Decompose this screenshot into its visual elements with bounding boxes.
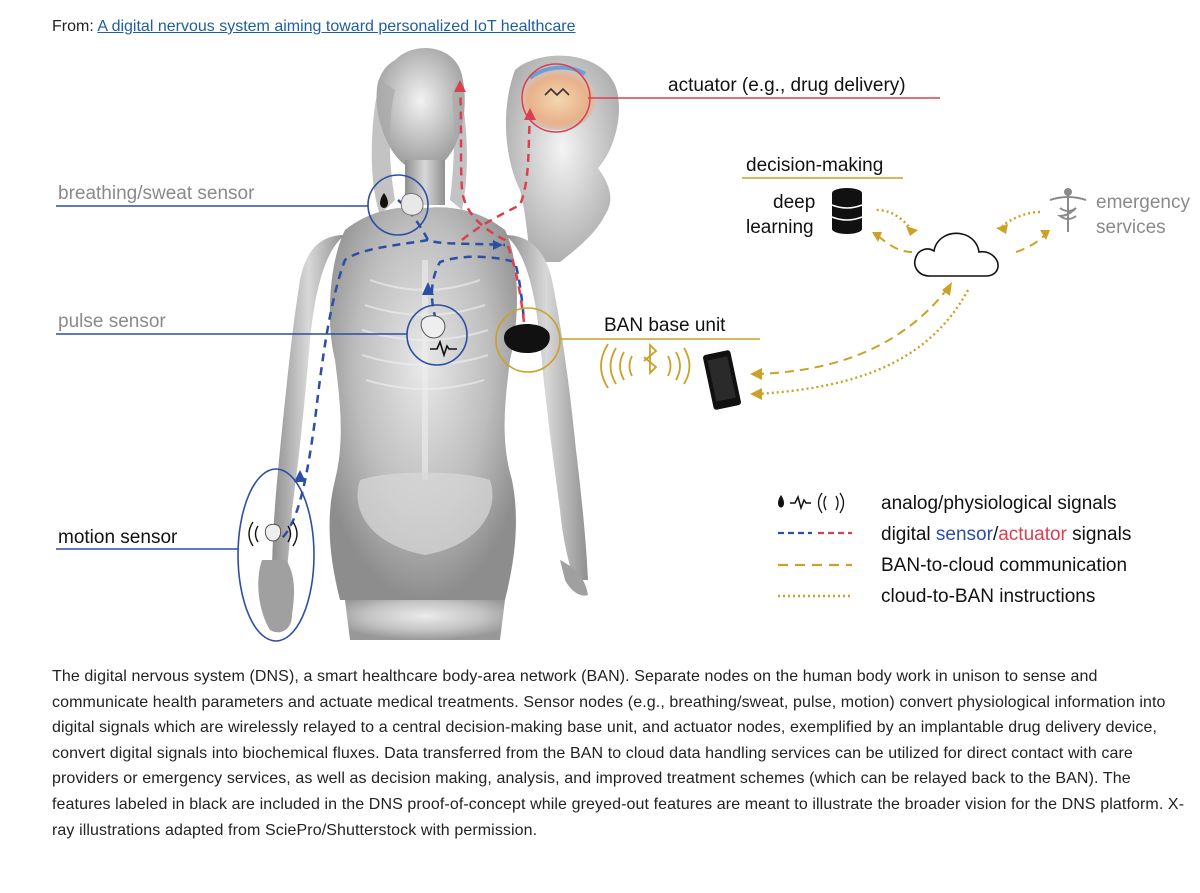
legend-cloud-ban-text: cloud-to-BAN instructions: [881, 586, 1095, 607]
profile-head-illustration: [505, 55, 619, 262]
link-arrowheads: [750, 224, 1050, 400]
actuator-signal-path: [458, 84, 532, 323]
database-icon: [831, 188, 863, 234]
body-illustration: [258, 48, 588, 640]
legend-digital-suffix: signals: [1067, 524, 1131, 545]
decision-making-label: decision-making: [746, 155, 883, 176]
ban-base-unit-node: [495, 307, 561, 373]
bluetooth-icon: [643, 342, 658, 376]
emergency-label-line2: services: [1096, 217, 1166, 238]
ban-base-unit-label: BAN base unit: [604, 315, 726, 336]
medical-caduceus-icon: [1049, 188, 1087, 232]
breathing-sensor-label: breathing/sweat sensor: [58, 183, 255, 204]
legend-digital-text: digital sensor/actuator signals: [881, 524, 1131, 545]
motion-sensor-label: motion sensor: [58, 527, 178, 548]
breathing-sweat-sensor-node: [367, 174, 429, 236]
legend-digital-prefix: digital: [881, 524, 936, 545]
legend-ban-cloud-text: BAN-to-cloud communication: [881, 555, 1127, 576]
droplet-icon: [380, 193, 388, 208]
source-line: From: A digital nervous system aiming to…: [52, 18, 576, 36]
article-link[interactable]: A digital nervous system aiming toward p…: [97, 18, 576, 35]
ban-unit-device: [503, 324, 550, 353]
legend-slash: /: [993, 524, 999, 545]
legend-analog-swatch: [778, 492, 845, 514]
sensor-arrowheads: [294, 240, 503, 482]
legend-analog-text: analog/physiological signals: [881, 493, 1117, 514]
dns-diagram: breathing/sweat sensor pulse sensor moti…: [56, 48, 1190, 642]
cloud-icon: [914, 232, 999, 277]
deep-learning-label-line2: learning: [746, 217, 814, 238]
vibration-waves-icon: [248, 521, 298, 547]
actuator-label: actuator (e.g., drug delivery): [668, 75, 906, 96]
wireless-waves-icon: [600, 343, 691, 389]
legend-sensor-word: sensor: [936, 524, 994, 545]
legend-actuator-word: actuator: [998, 524, 1067, 545]
legend: analog/physiological signals digital sen…: [778, 492, 1131, 607]
motion-sensor-node: [237, 468, 315, 642]
pulse-sensor-node: [406, 304, 468, 366]
pulse-sensor-label: pulse sensor: [58, 311, 166, 332]
figure-caption: The digital nervous system (DNS), a smar…: [52, 668, 1185, 839]
brain-illustration: [520, 70, 596, 130]
smartphone-icon: [703, 350, 741, 410]
emergency-label-line1: emergency: [1096, 192, 1190, 213]
drug-molecule-icon: [544, 87, 570, 97]
actuator-arrowheads: [454, 80, 536, 120]
pulse-waveform-icon: [430, 339, 457, 358]
deep-learning-label-line1: deep: [773, 192, 815, 213]
from-prefix: From:: [52, 18, 94, 35]
